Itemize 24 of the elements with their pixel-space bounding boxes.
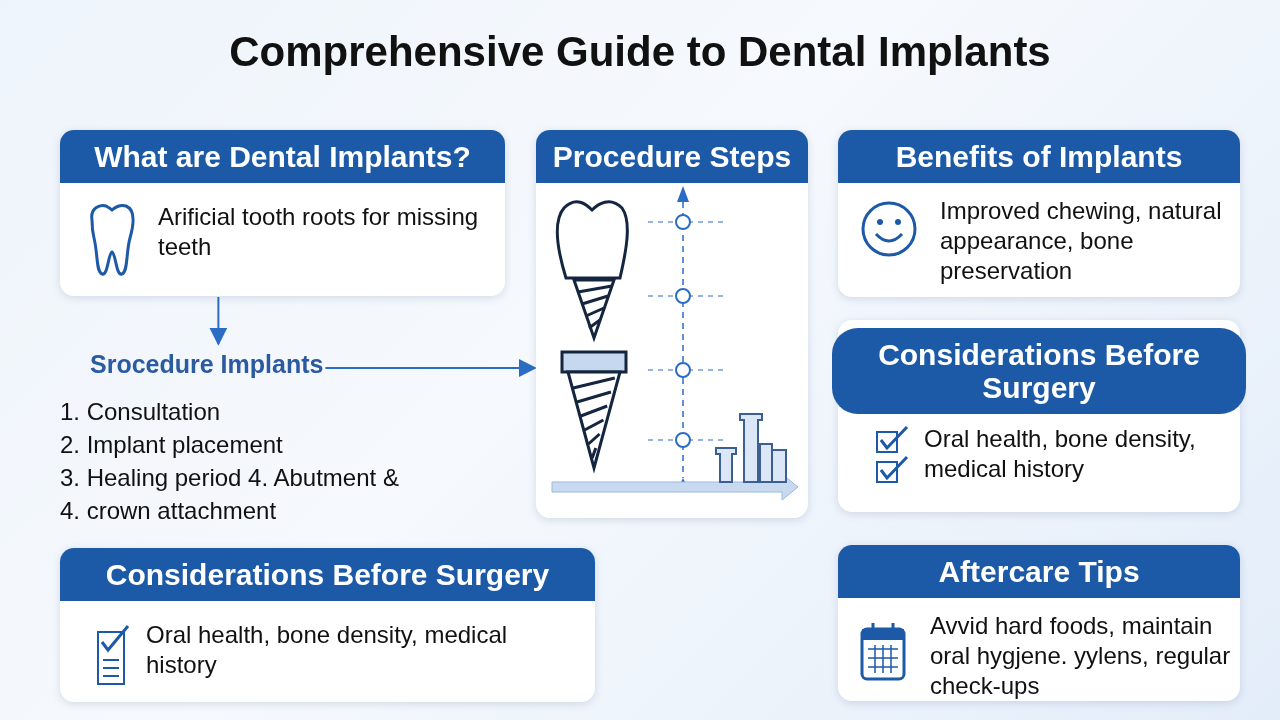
card-header: Considerations Before Surgery	[832, 328, 1246, 414]
info-card	[536, 130, 808, 518]
info-card	[838, 130, 1240, 297]
list-item: 3. Healing period 4. Abutment &	[60, 464, 399, 492]
info-card	[60, 548, 595, 702]
card-header: Procedure Steps	[536, 130, 808, 183]
card-header: Benefits of Implants	[838, 130, 1240, 183]
card-header: Considerations Before Surgery	[60, 548, 595, 601]
card-header: What are Dental Implants?	[60, 130, 505, 183]
info-card	[838, 545, 1240, 701]
list-item: 1. Consultation	[60, 398, 221, 426]
info-card	[60, 130, 505, 296]
list-item: 2. Implant placement	[60, 431, 283, 459]
arrow	[209, 296, 228, 346]
title: Comprehensive Guide to Dental Implants	[228, 28, 1052, 76]
section-heading: Srocedure Implants	[90, 346, 324, 382]
card-text: Avvid hard foods, maintain oral hygjene. yylens, regular check-ups	[930, 611, 1232, 701]
arrow	[324, 359, 537, 377]
card-text: Oral health, bone density, medical history	[146, 620, 509, 680]
list-item: 4. crown attachment	[60, 497, 277, 525]
card-text: Oral health, bone density, medical history	[924, 424, 1197, 484]
card-header: Aftercare Tips	[838, 545, 1240, 598]
card-text: Improved chewing, natural appearance, bone preservation	[940, 196, 1223, 286]
card-text: Arificial tooth roots for missing teeth	[158, 202, 480, 262]
